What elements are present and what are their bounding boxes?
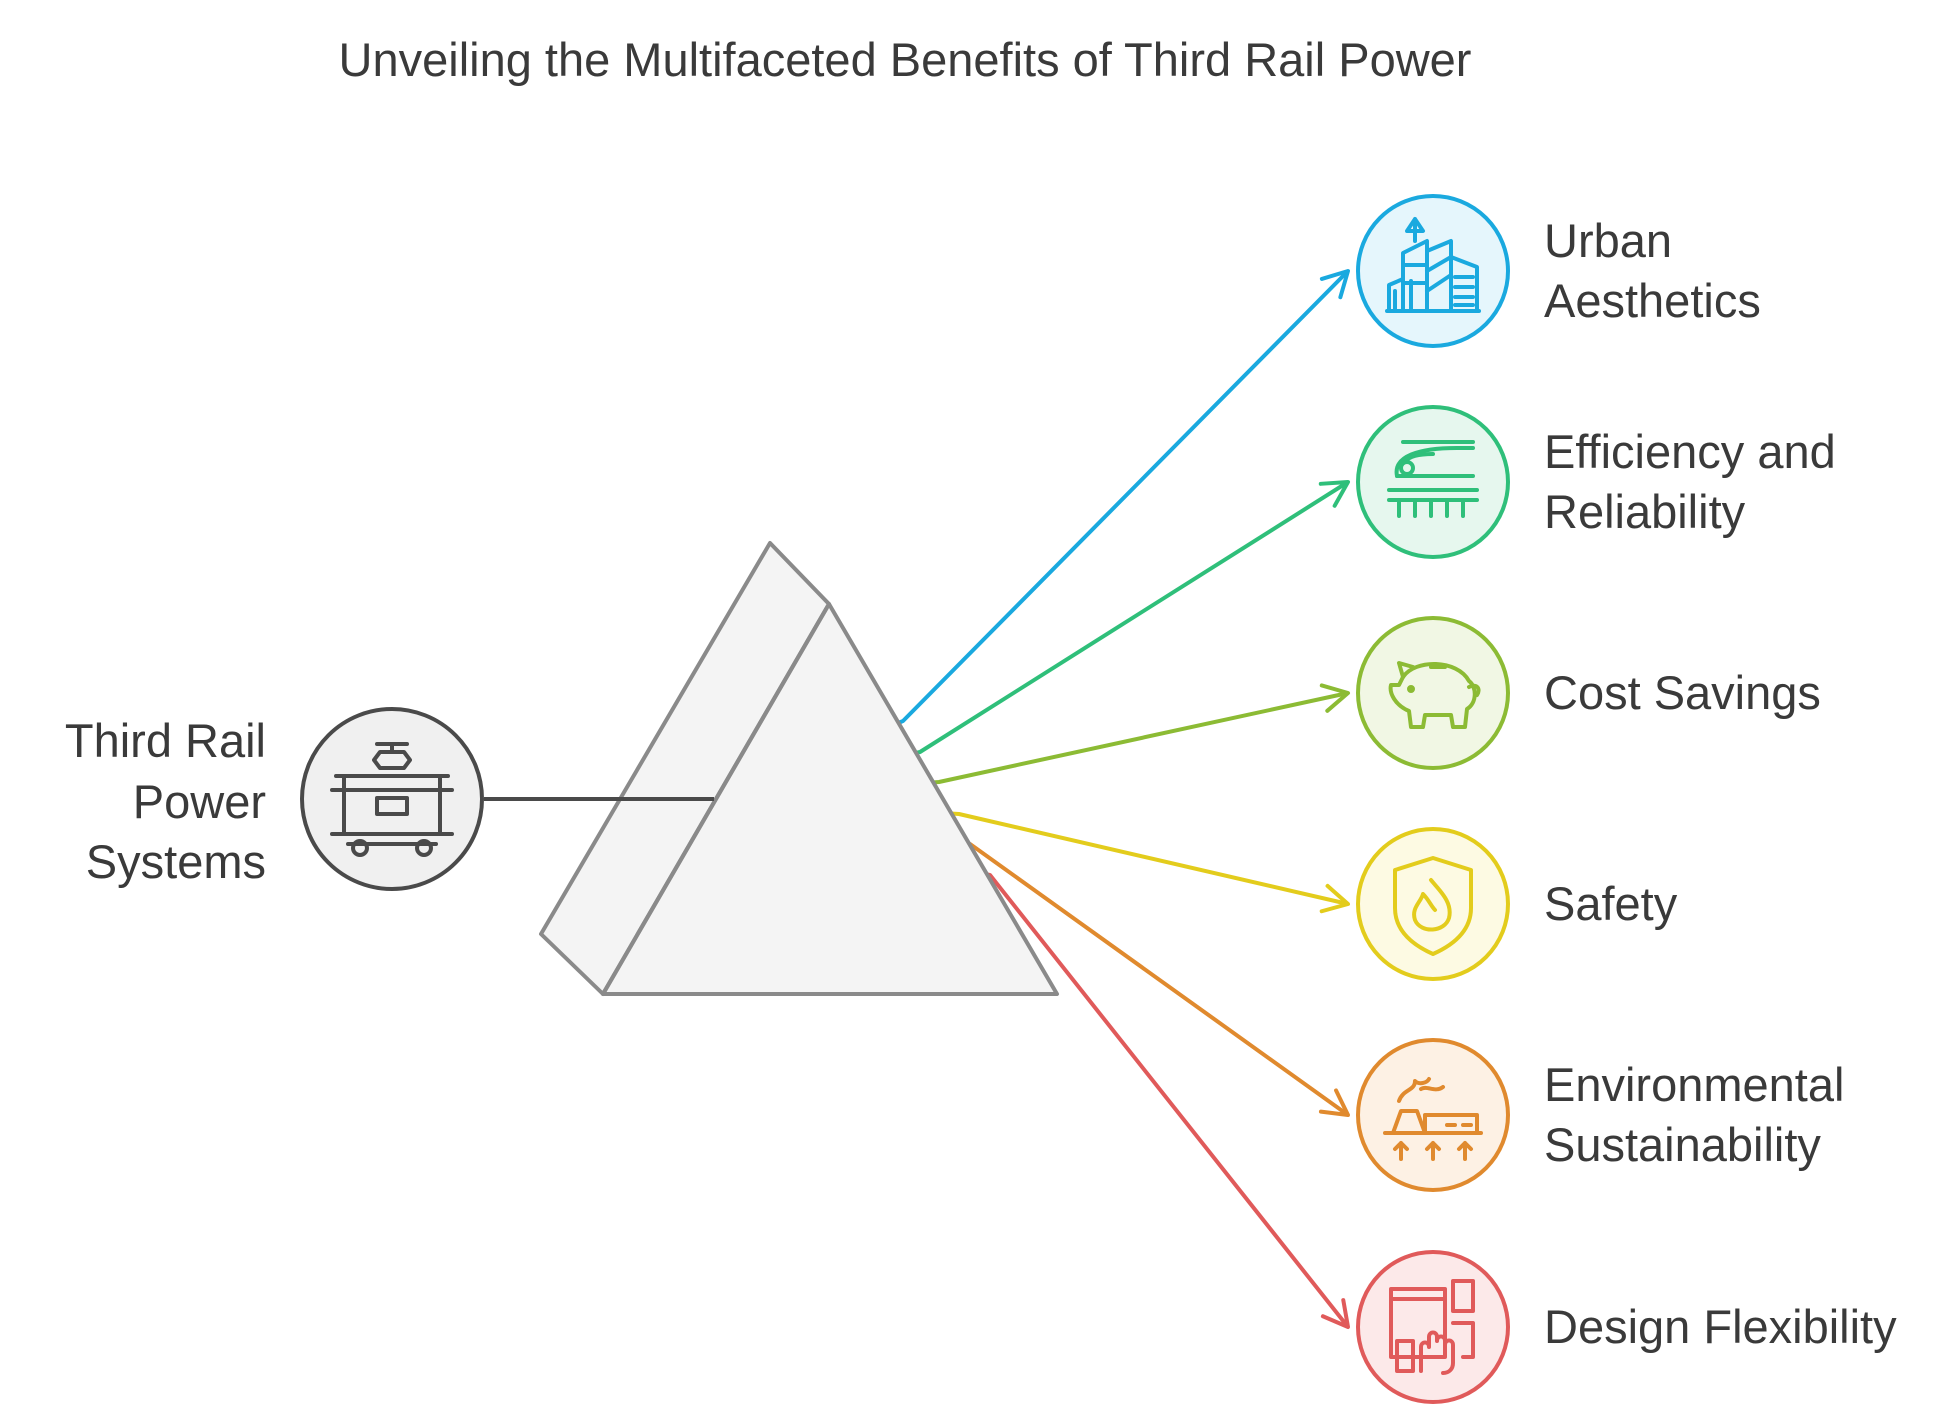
benefit-circle [1356, 827, 1510, 981]
arrowhead [1319, 269, 1350, 300]
factory-emissions-icon [1383, 1077, 1483, 1161]
arrowhead [1318, 1088, 1350, 1117]
benefit-circle [1356, 1250, 1510, 1404]
benefit-label-line: Urban [1544, 214, 1672, 267]
city-buildings-icon [1385, 217, 1481, 313]
prism [539, 541, 1059, 996]
fire-shield-icon [1393, 856, 1473, 956]
touch-devices-icon [1389, 1279, 1475, 1375]
arrowhead [1320, 1298, 1350, 1329]
benefit-label-line: Efficiency and [1544, 425, 1836, 478]
arrowhead [1319, 683, 1350, 713]
source-label-line: Power [133, 775, 266, 828]
benefit-label-line: Design Flexibility [1544, 1300, 1897, 1353]
benefit-node-safety: Safety [1356, 827, 1678, 981]
benefit-circle [1356, 616, 1510, 770]
benefit-node-design-flexibility: Design Flexibility [1356, 1250, 1897, 1404]
source-label-line: Systems [86, 835, 266, 888]
benefit-label-line: Safety [1544, 877, 1678, 930]
source-label-line: Third Rail [65, 714, 266, 767]
benefit-label-line: Sustainability [1544, 1118, 1821, 1171]
benefit-circle [1356, 405, 1510, 559]
arrowhead [1319, 883, 1350, 914]
benefit-label-line: Cost Savings [1544, 666, 1821, 719]
arrowhead [1318, 480, 1350, 508]
tram-icon [330, 742, 454, 857]
benefit-label-line: Aesthetics [1544, 274, 1761, 327]
benefit-node-cost-savings: Cost Savings [1356, 616, 1821, 770]
piggy-bank-icon [1388, 661, 1481, 729]
benefit-circle [1356, 194, 1510, 348]
high-speed-train-icon [1387, 440, 1479, 518]
benefit-label-line: Environmental [1544, 1058, 1844, 1111]
prism-inner-edge [601, 602, 831, 996]
page-title: Unveiling the Multifaceted Benefits of T… [339, 33, 1472, 86]
benefit-label-line: Reliability [1544, 485, 1746, 538]
